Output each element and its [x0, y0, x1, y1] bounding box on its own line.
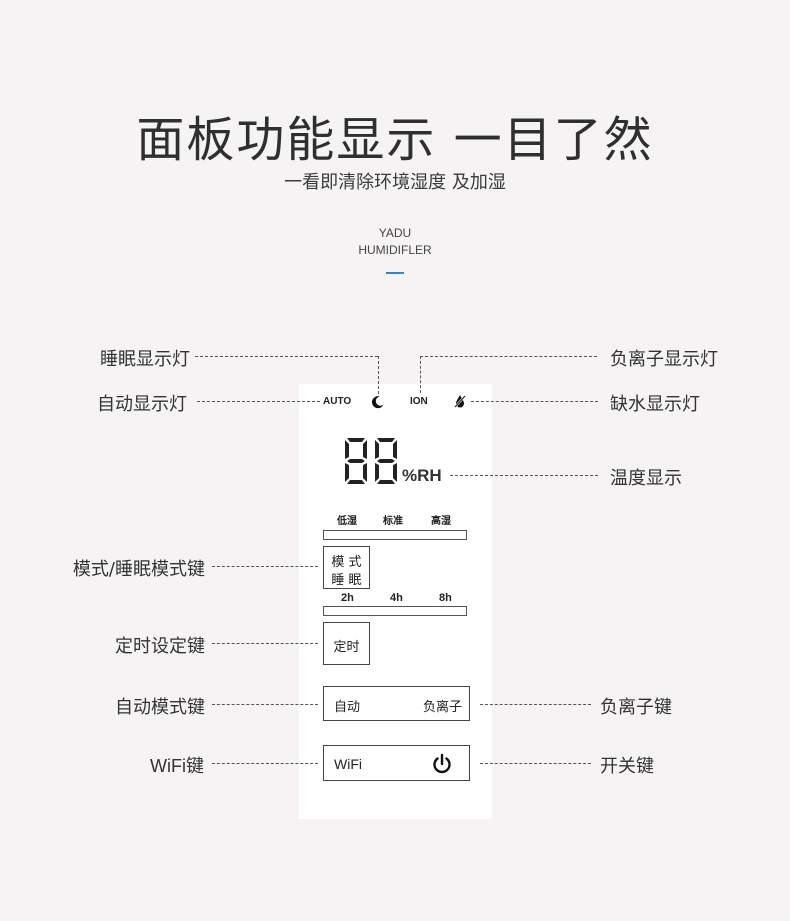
humidity-level-bar [323, 530, 467, 540]
power-icon[interactable] [431, 753, 453, 775]
auto-indicator: AUTO [323, 396, 352, 407]
seven-segment-display [345, 438, 397, 484]
accent-divider [386, 272, 404, 274]
mode-button-line2: 睡 眠 [331, 573, 362, 588]
timer-4h: 4h [390, 592, 403, 604]
timer-8h: 8h [439, 592, 452, 604]
timer-button[interactable]: 定时 [323, 622, 370, 665]
label-wifi-key: WiFi键 [150, 756, 204, 776]
mode-button-line1: 模 式 [331, 555, 362, 570]
ion-indicator: ION [410, 396, 428, 407]
leader-ion-h [420, 356, 597, 357]
timer-level-bar [323, 606, 467, 616]
auto-ion-button[interactable]: 自动 负离子 [323, 686, 470, 721]
brand-line-1: YADU [378, 226, 412, 240]
leader-humidity [450, 475, 598, 476]
leader-sleep-v [378, 356, 379, 394]
brand-line-2: HUMIDIFLER [358, 243, 432, 257]
leader-auto-mode [212, 704, 318, 705]
auto-button-label: 自动 [334, 700, 361, 715]
humidity-unit: %RH [402, 466, 442, 485]
label-ion-key: 负离子键 [600, 697, 672, 718]
label-humidity-display: 温度显示 [610, 468, 682, 489]
leader-mode [212, 566, 318, 567]
label-auto-mode-key: 自动模式键 [115, 697, 205, 718]
mode-sleep-button[interactable]: 模 式 睡 眠 [323, 546, 370, 589]
page-subtitle: 一看即清除环境湿度 及加湿 [284, 172, 506, 193]
level-standard: 标准 [383, 516, 403, 527]
label-mode-key: 模式/睡眠模式键 [72, 559, 205, 580]
level-low: 低湿 [337, 516, 357, 527]
label-timer-key: 定时设定键 [115, 636, 205, 657]
leader-auto [197, 401, 320, 402]
leader-timer [212, 643, 318, 644]
label-power-key: 开关键 [600, 756, 654, 777]
wifi-button-label: WiFi [334, 756, 362, 772]
leader-sleep-h [195, 356, 378, 357]
label-ion-light: 负离子显示灯 [610, 349, 718, 370]
moon-icon [371, 396, 384, 409]
leader-water [471, 401, 598, 402]
wifi-power-button[interactable]: WiFi [323, 745, 470, 781]
timer-button-label: 定时 [333, 640, 360, 655]
label-auto-light: 自动显示灯 [97, 394, 187, 415]
level-high: 高湿 [431, 516, 451, 527]
leader-ion-v [420, 356, 421, 393]
no-water-icon [454, 395, 466, 408]
timer-2h: 2h [341, 592, 354, 604]
leader-wifi [212, 763, 318, 764]
label-water-light: 缺水显示灯 [610, 394, 700, 415]
leader-power [480, 763, 591, 764]
page-title: 面板功能显示 一目了然 [136, 112, 654, 168]
leader-ion-key [480, 704, 591, 705]
ion-button-label: 负离子 [422, 700, 462, 715]
label-sleep-light: 睡眠显示灯 [100, 349, 190, 370]
